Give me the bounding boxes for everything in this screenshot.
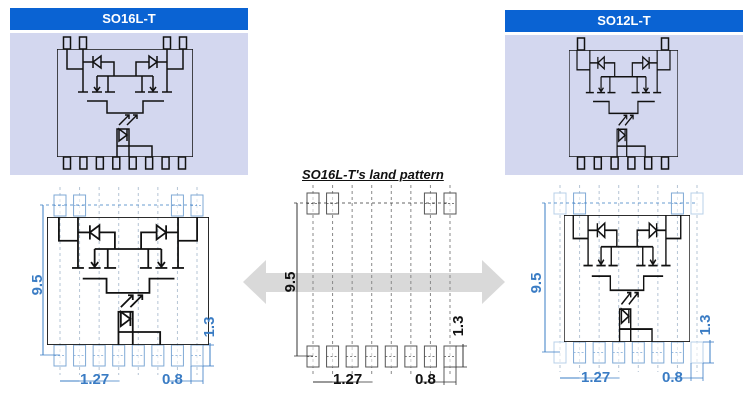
left-pitch-dim: 1.27 <box>80 371 109 388</box>
pin <box>593 156 603 170</box>
right-pad-length-dim: 1.3 <box>697 315 714 336</box>
pin <box>95 156 105 170</box>
mid-height-dim: 9.5 <box>282 272 299 293</box>
pin <box>610 156 619 170</box>
pin <box>162 36 172 50</box>
land-pattern <box>294 185 467 385</box>
pad <box>553 341 567 364</box>
pad <box>690 341 704 364</box>
pin <box>643 156 653 170</box>
left-pad-length-dim: 1.3 <box>201 317 218 338</box>
land-pattern-title: SO16L-T's land pattern <box>302 167 444 182</box>
pin <box>62 156 72 170</box>
pin <box>627 156 636 170</box>
mid-pad-width-dim: 0.8 <box>415 371 436 388</box>
right-height-dim: 9.5 <box>528 273 545 294</box>
so12l-t-header: SO12L-T <box>505 10 743 32</box>
pin <box>660 156 670 170</box>
pin <box>144 156 154 170</box>
pad <box>553 192 567 215</box>
pad <box>690 192 704 215</box>
pin <box>161 156 170 170</box>
pin <box>660 37 670 51</box>
left-pad-width-dim: 0.8 <box>162 371 183 388</box>
pin <box>576 37 586 51</box>
pin <box>178 36 188 50</box>
double-arrow <box>243 260 505 304</box>
pin <box>79 156 88 170</box>
so16l-t-pins <box>62 36 188 170</box>
left-height-dim: 9.5 <box>29 275 46 296</box>
so12l-t-footprint <box>542 185 714 381</box>
mid-pad-length-dim: 1.3 <box>450 316 467 337</box>
pin <box>576 156 586 170</box>
so12l-t-schematic <box>569 50 678 157</box>
pin <box>112 156 121 170</box>
so16l-t-schematic <box>57 49 193 157</box>
so12l-t-pins <box>576 37 670 170</box>
pin <box>177 156 187 170</box>
so12l-t-schematic-panel <box>505 35 743 175</box>
pin <box>62 36 72 50</box>
so16l-t-footprint <box>40 187 214 384</box>
pin <box>78 36 88 50</box>
right-pitch-dim: 1.27 <box>581 369 610 386</box>
so16l-t-footprint-schematic <box>47 217 209 345</box>
so16l-t-header: SO16L-T <box>10 8 248 30</box>
mid-pitch-dim: 1.27 <box>333 371 362 388</box>
pin <box>128 156 137 170</box>
right-pad-width-dim: 0.8 <box>662 369 683 386</box>
so12l-t-footprint-schematic <box>564 215 690 342</box>
